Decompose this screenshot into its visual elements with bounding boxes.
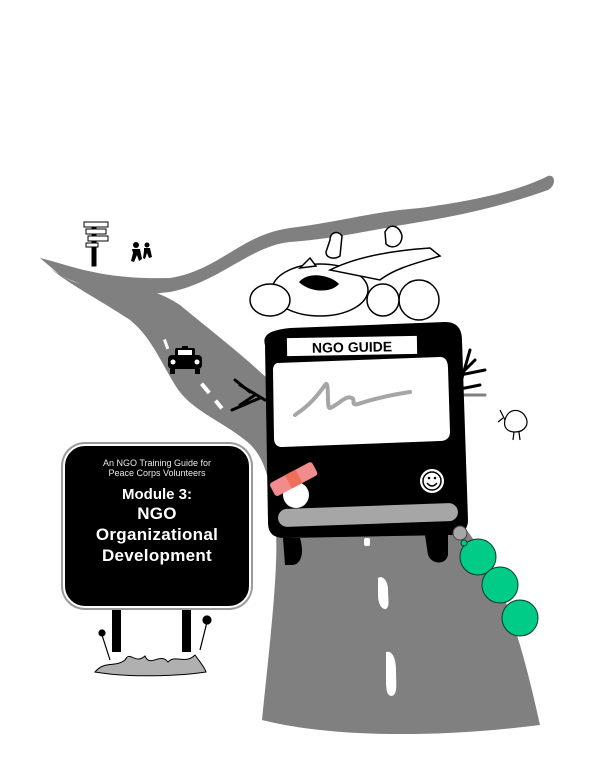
animals-on-roof <box>249 225 442 321</box>
sign-title-line2: Organizational <box>95 525 219 544</box>
grass-tuft <box>94 654 207 677</box>
sign-title-line1: NGO <box>137 504 177 523</box>
sign-subtitle-line2: Peace Corps Volunteers <box>108 468 206 478</box>
road-dashes <box>162 338 397 696</box>
hikers-icon <box>131 242 152 262</box>
exhaust-pipe <box>452 525 468 541</box>
wheel-left <box>283 538 303 565</box>
taxi-icon <box>168 346 202 374</box>
exhaust-clouds <box>459 538 539 637</box>
wiper-scribble <box>293 382 412 417</box>
sign-post-left <box>112 606 121 652</box>
flowers <box>98 615 212 661</box>
sign-post-right <box>182 606 191 652</box>
signpost-icon <box>83 221 109 267</box>
ridge-road <box>40 175 554 295</box>
bumper <box>278 503 458 527</box>
bandage-icon <box>269 462 318 496</box>
title-sign: An NGO Training Guide for Peace Corps Vo… <box>63 444 251 608</box>
sign-module-number: Module 3: <box>122 486 192 503</box>
sign-subtitle-line1: An NGO Training Guide for <box>102 458 212 468</box>
smiley-icon <box>420 469 444 493</box>
rooster-icon <box>497 409 528 441</box>
bare-trees <box>230 348 487 412</box>
sign-title-line3: Development <box>101 546 213 565</box>
bus <box>264 322 468 565</box>
wheel-right <box>425 534 448 563</box>
bus-sign-label: NGO GUIDE <box>286 335 418 357</box>
